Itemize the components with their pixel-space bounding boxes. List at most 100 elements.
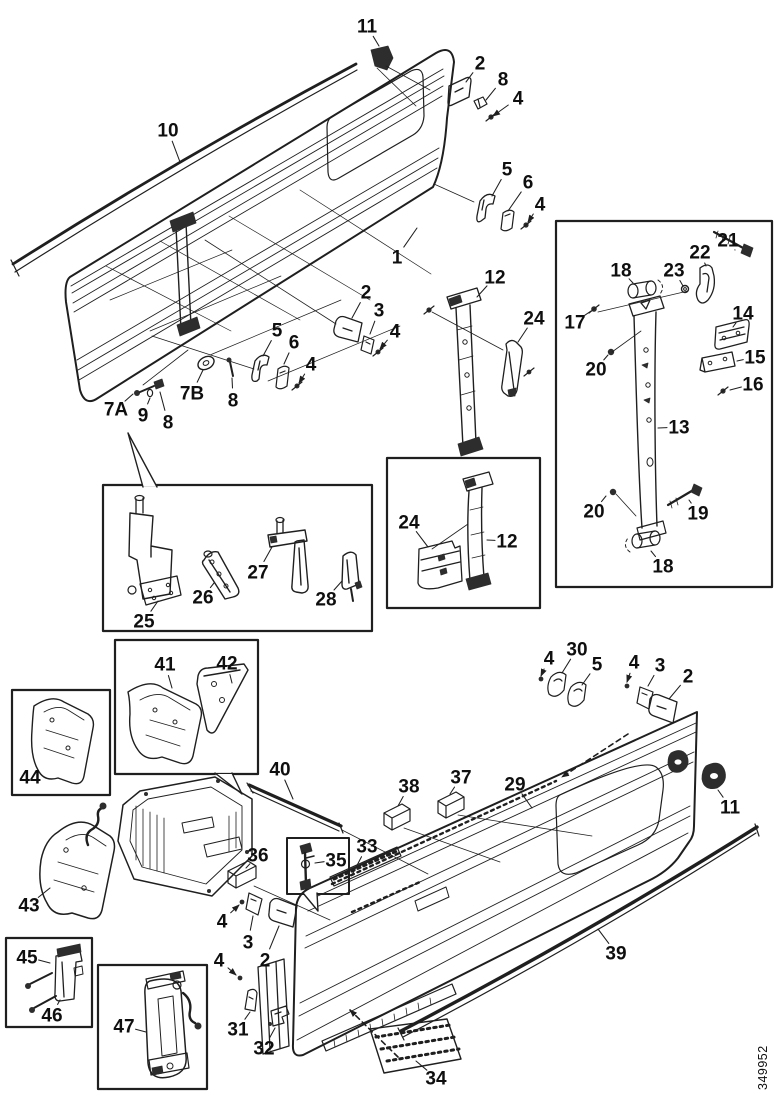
hook-5-lower [567,681,587,707]
callout-leader-6 [283,352,290,365]
callout-label-4: 4 [214,951,225,972]
bracket-25-body [128,512,173,600]
bracket-27-mark [269,535,278,544]
clip-32-dot [268,1022,272,1026]
pin-35-stub [305,855,315,859]
bracket-45-top [56,943,82,958]
lower-panel-outline [291,711,698,1057]
bracket-44-hole-2 [65,745,71,751]
tray-bolt-3 [245,850,249,854]
callout-leader-24 [415,531,429,548]
bracket-43-hole-1 [63,847,69,853]
center-pillar-12-assembly [423,287,535,457]
bracket-43-cable [85,806,104,847]
callout-label-28: 28 [315,590,336,611]
screw-4-g [538,676,544,682]
screw-46-a-head [25,983,31,989]
callout-label-10: 10 [157,121,178,142]
callout-leader-34 [415,1060,428,1071]
callout-leader-5 [262,340,272,357]
callout-label-44: 44 [19,768,41,789]
bracket-24b-link [431,523,469,550]
pin-35-collar [300,859,311,869]
callout-label-40: 40 [269,760,290,781]
clip-31 [244,988,258,1012]
nut-20-lower [609,488,617,496]
nut-8-a [153,378,165,390]
callout-label-7A: 7A [104,400,129,421]
handle-47-bolt [166,1062,174,1070]
roller-18-bot-b [649,530,661,546]
nut-23 [680,284,690,294]
callout-label-2: 2 [683,667,694,688]
lower-panel-recess [555,764,664,875]
screw-4-d-tick [291,381,303,391]
callout-leader-38 [397,795,404,807]
callout-leader-19 [688,499,692,504]
tread-strip-33-dots [332,849,399,881]
bolt-21 [712,230,747,251]
lower-panel-step-flange [321,983,457,1052]
bracket-15-hole-2 [722,356,728,362]
inset-box-41-42 [113,638,260,776]
upper-panel-strut-caps [169,211,201,337]
callout-leader-3 [647,674,655,687]
callout-leader-20 [603,354,609,361]
roller-18-bot-body [636,530,656,549]
callout-leader-3 [369,320,376,335]
bracket-25-hole-3 [151,595,157,601]
callout-label-20: 20 [585,360,606,381]
flag-28-stem [350,588,354,602]
plate-2-upper [447,76,472,107]
roller-18-top-body [632,280,652,299]
step-flange-ticks [333,997,432,1048]
pillar-12b-rungs [469,506,486,559]
callout-leader-3 [249,915,254,931]
step-well-tray [117,776,429,897]
callout-label-1: 1 [392,248,403,269]
callout-leader-20 [600,495,607,503]
callout-label-27: 27 [247,563,268,584]
cluster-c-leader [142,349,189,386]
pillar-12-screw-tick [423,305,435,315]
pillar-12b-flange [462,471,494,492]
bracket-45 [54,950,83,1002]
roller-18-top-b [645,280,657,296]
strap-26-hook [203,550,213,558]
bracket-43-cable-end [99,802,107,810]
callout-leader-18 [650,550,657,558]
callout-label-2: 2 [260,951,271,972]
strap-26-hole-1 [209,559,215,565]
bracket-14-hole-1 [721,335,727,341]
bracket-41-hole-2 [172,719,178,725]
callout-label-6: 6 [289,333,300,354]
tray-bolt-2 [216,779,220,783]
callout-label-8: 8 [498,70,509,91]
pillar-12-body [455,304,477,448]
tray-hatch [135,805,237,874]
callout-label-6: 6 [523,173,534,194]
callout-leader-16 [729,386,742,391]
block-leaders [253,814,593,921]
clip-6-upper [500,209,515,232]
callout-leader-2 [668,684,681,700]
bracket-24b [417,540,463,590]
bracket-24-free [501,339,523,398]
callout-leader-17 [584,310,592,316]
callout-leader-7B [196,369,204,383]
clip-6-mid [275,365,290,390]
pin-35-head [299,842,313,855]
tray-inner [129,786,243,885]
callout-label-23: 23 [663,261,684,282]
callout-label-24: 24 [523,309,545,330]
clip-3-left [245,892,263,916]
clip-3-mid [360,335,375,355]
bracket-41 [127,683,203,765]
callout-leader-4 [540,668,547,677]
callout-leader-45 [38,959,51,964]
callout-label-34: 34 [425,1069,447,1090]
plate-42-hole-1 [211,681,217,687]
plate-2-left [268,897,298,928]
grommet-7b-hole [202,360,210,366]
callout-label-4: 4 [513,89,524,110]
